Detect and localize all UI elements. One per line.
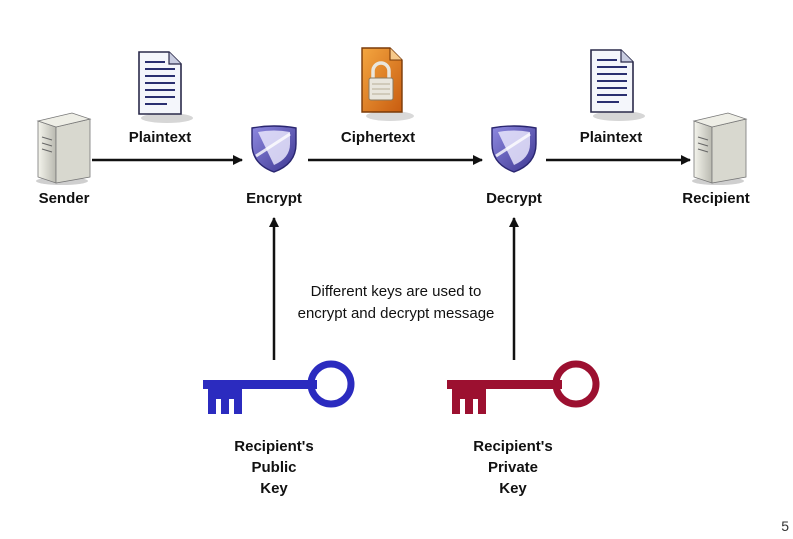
key-usage-note: Different keys are used to encrypt and d…: [293, 281, 499, 325]
page-number: 5: [781, 518, 789, 534]
key-icon: [203, 360, 355, 414]
public-key-caption: Recipient's Public Key: [234, 436, 313, 499]
caption-line: Private: [487, 459, 539, 476]
caption-line: Public: [251, 459, 297, 476]
edge-label-plaintext: Plaintext: [128, 129, 192, 146]
node-label-sender: Sender: [38, 190, 90, 207]
node-label-decrypt: Decrypt: [486, 190, 542, 207]
caption-line: Key: [260, 480, 288, 497]
key-icon: [447, 360, 600, 414]
caption-line: Recipient's: [473, 438, 553, 455]
private-key-caption: Recipient's Private Key: [473, 436, 552, 499]
edge-label-plaintext: Plaintext: [579, 129, 643, 146]
node-label-encrypt: Encrypt: [246, 190, 302, 207]
shield-icon: [491, 125, 537, 173]
note-line: encrypt and decrypt message: [297, 305, 495, 322]
server-icon: [36, 112, 92, 185]
caption-line: Recipient's: [234, 438, 314, 455]
node-label-recipient: Recipient: [682, 190, 750, 207]
caption-line: Key: [499, 480, 527, 497]
locked-document-icon: [361, 47, 414, 121]
note-line: Different keys are used to: [310, 283, 482, 300]
server-icon: [692, 112, 748, 185]
document-icon: [590, 49, 645, 121]
document-icon: [138, 51, 193, 123]
edge-label-ciphertext: Ciphertext: [340, 129, 416, 146]
shield-icon: [251, 125, 297, 173]
